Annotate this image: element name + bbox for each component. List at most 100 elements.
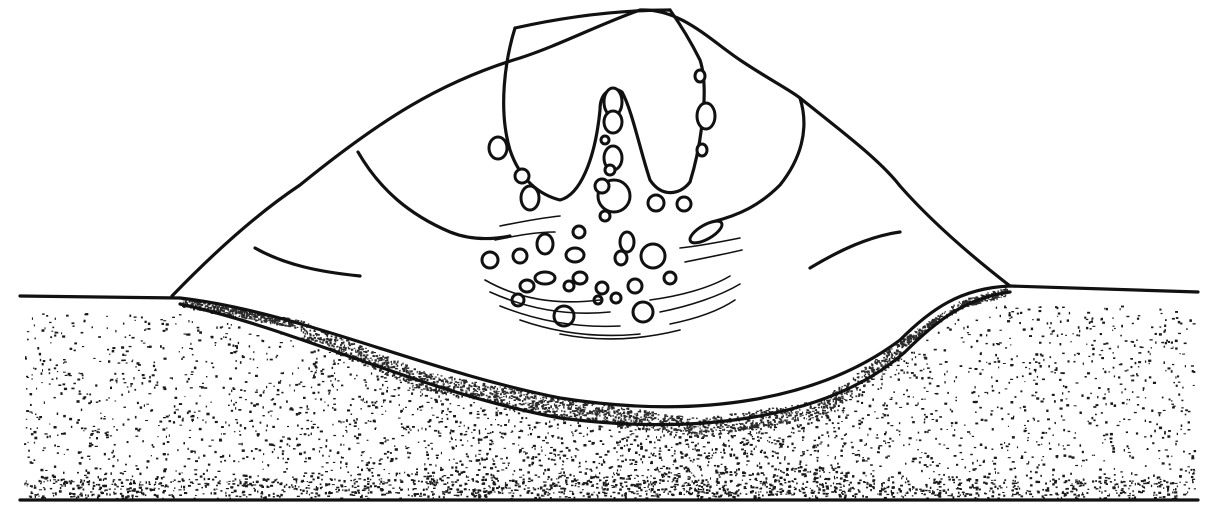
- sand-grain: [545, 455, 546, 456]
- sand-grain: [978, 395, 979, 397]
- sand-grain: [546, 442, 549, 443]
- sand-grain: [37, 427, 38, 429]
- sand-grain: [640, 443, 642, 446]
- sand-grain: [620, 466, 622, 468]
- sand-grain: [53, 476, 56, 478]
- crust-grain: [739, 427, 741, 428]
- sand-grain: [459, 485, 462, 487]
- sand-grain: [939, 463, 941, 464]
- sand-grain: [1157, 477, 1159, 480]
- sand-grain: [344, 486, 346, 487]
- sand-grain: [497, 424, 499, 426]
- sand-grain: [481, 479, 484, 481]
- sand-grain: [879, 445, 882, 446]
- sand-grain: [617, 459, 619, 460]
- sand-grain: [460, 460, 462, 461]
- sand-grain: [82, 346, 84, 347]
- sand-grain: [57, 452, 59, 454]
- sand-grain: [701, 486, 703, 488]
- sand-grain: [803, 492, 806, 494]
- sand-grain: [926, 485, 928, 487]
- sand-grain: [837, 409, 838, 411]
- sand-grain: [987, 497, 989, 499]
- sand-grain: [1136, 340, 1138, 342]
- sand-grain: [1034, 419, 1035, 421]
- sand-grain: [61, 485, 64, 486]
- sand-grain: [583, 436, 585, 437]
- sand-grain: [1102, 322, 1105, 324]
- sand-grain: [93, 358, 95, 359]
- sand-grain: [1146, 449, 1148, 450]
- sand-grain: [867, 458, 869, 460]
- sand-grain: [780, 470, 782, 472]
- sand-grain: [524, 488, 526, 490]
- sand-grain: [198, 484, 201, 485]
- sand-grain: [905, 482, 906, 484]
- sand-grain: [477, 414, 480, 416]
- sand-grain: [1008, 413, 1010, 414]
- sand-grain: [922, 490, 925, 492]
- sand-grain: [66, 315, 69, 317]
- sand-grain: [443, 483, 446, 485]
- sand-grain: [972, 462, 974, 465]
- sand-grain: [787, 436, 789, 438]
- sand-grain: [915, 405, 918, 407]
- sand-grain: [631, 433, 634, 434]
- sand-grain: [687, 455, 688, 456]
- sand-grain: [337, 380, 339, 381]
- sand-grain: [333, 360, 334, 362]
- sand-grain: [1140, 346, 1142, 348]
- sand-grain: [482, 410, 485, 412]
- sand-grain: [792, 450, 794, 452]
- sand-grain: [81, 409, 82, 412]
- sand-grain: [1180, 429, 1181, 430]
- sand-grain: [856, 461, 859, 462]
- sand-grain: [1164, 346, 1166, 348]
- crust-grain: [651, 427, 652, 428]
- sand-grain: [1060, 399, 1063, 401]
- sand-grain: [1026, 475, 1028, 477]
- sand-grain: [26, 481, 27, 482]
- sand-grain: [504, 433, 507, 436]
- sand-grain: [721, 464, 723, 465]
- sand-grain: [794, 447, 796, 448]
- sand-grain: [423, 494, 425, 495]
- sand-grain: [32, 374, 33, 375]
- sand-grain: [315, 489, 318, 491]
- sand-grain: [299, 444, 302, 446]
- sand-grain: [646, 493, 648, 496]
- sand-grain: [1156, 494, 1157, 495]
- sand-grain: [675, 467, 678, 469]
- sand-grain: [1037, 420, 1039, 421]
- sand-grain: [538, 476, 541, 477]
- sand-grain: [766, 492, 767, 494]
- sand-grain: [1001, 447, 1003, 449]
- sand-grain: [190, 416, 191, 418]
- sand-grain: [232, 483, 235, 485]
- sand-grain: [872, 475, 874, 477]
- sand-grain: [914, 492, 917, 494]
- sand-grain: [412, 386, 413, 388]
- sand-grain: [483, 467, 486, 469]
- sand-grain: [534, 426, 537, 428]
- sand-grain: [228, 405, 230, 406]
- sand-grain: [169, 494, 171, 496]
- sand-grain: [372, 482, 374, 484]
- sand-grain: [976, 489, 978, 491]
- sand-grain: [522, 482, 525, 484]
- sand-grain: [827, 455, 828, 456]
- sand-grain: [106, 316, 108, 317]
- sand-grain: [127, 441, 129, 443]
- sand-grain: [1105, 477, 1108, 478]
- sand-grain: [929, 492, 931, 493]
- sand-grain: [791, 443, 793, 446]
- sand-grain: [685, 466, 687, 468]
- sand-grain: [389, 401, 391, 403]
- sand-grain: [553, 449, 556, 452]
- sand-grain: [396, 473, 398, 475]
- sand-grain: [1001, 418, 1003, 420]
- sand-grain: [479, 439, 482, 441]
- crust-grain: [884, 360, 887, 362]
- sand-grain: [559, 485, 561, 487]
- sand-grain: [450, 429, 452, 431]
